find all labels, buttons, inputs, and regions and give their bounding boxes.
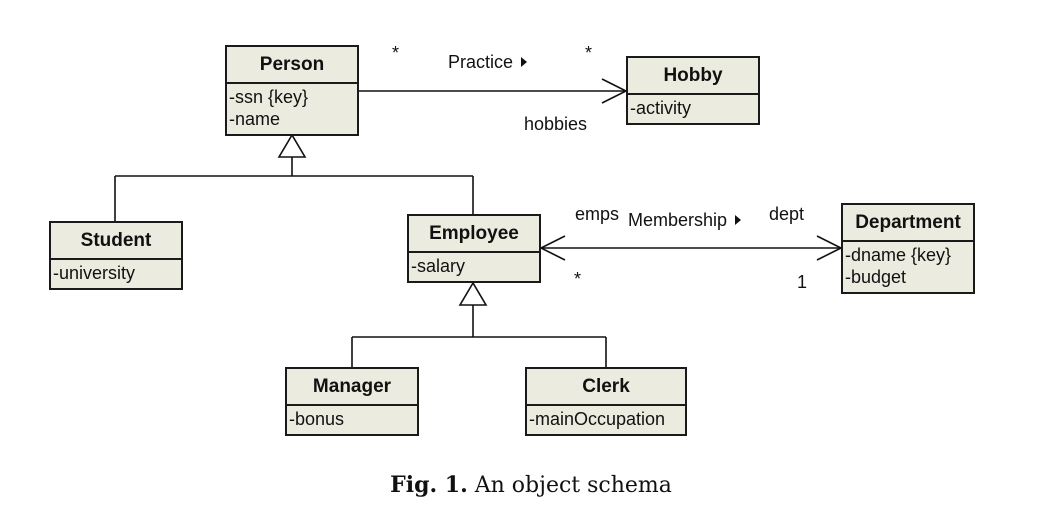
department-class-box: Department -dname {key} -budget — [841, 203, 975, 294]
student-class-box: Student -university — [49, 221, 183, 290]
employee-attr-salary: -salary — [411, 256, 466, 276]
department-attr-budget: -budget — [845, 267, 907, 287]
hobby-class-box: Hobby -activity — [626, 56, 760, 125]
person-class-name: Person — [227, 47, 357, 84]
figure-caption-text: An object schema — [474, 473, 672, 498]
person-attr-name: -name — [229, 109, 281, 129]
membership-association-line — [539, 235, 843, 261]
department-class-name: Department — [843, 205, 973, 242]
clerk-class-box: Clerk -mainOccupation — [525, 367, 687, 436]
figure-caption: Fig. 1. An object schema — [0, 472, 1062, 498]
person-generalization — [114, 133, 474, 221]
employee-generalization — [351, 281, 607, 368]
manager-attr-bonus: -bonus — [289, 409, 345, 429]
person-class-box: Person -ssn {key} -name — [225, 45, 359, 136]
clerk-attributes: -mainOccupation — [527, 406, 685, 430]
person-attr-ssn: -ssn {key} — [229, 87, 309, 107]
hobby-class-name: Hobby — [628, 58, 758, 95]
student-attributes: -university — [51, 260, 181, 284]
membership-target-multiplicity: 1 — [797, 272, 808, 292]
manager-class-name: Manager — [287, 369, 417, 406]
membership-source-multiplicity: * — [574, 269, 582, 289]
employee-attributes: -salary — [409, 253, 539, 277]
employee-class-name: Employee — [409, 216, 539, 253]
direction-arrow-icon — [521, 57, 528, 67]
hobby-attributes: -activity — [628, 95, 758, 119]
practice-target-multiplicity: * — [585, 43, 593, 63]
department-attributes: -dname {key} -budget — [843, 242, 973, 288]
student-class-name: Student — [51, 223, 181, 260]
student-attr-university: -university — [53, 263, 136, 283]
practice-source-multiplicity: * — [392, 43, 400, 63]
membership-target-role: dept — [769, 204, 805, 224]
membership-association-name: Membership — [628, 210, 742, 231]
direction-arrow-icon — [735, 215, 742, 225]
practice-target-role: hobbies — [524, 114, 588, 134]
practice-name-text: Practice — [448, 52, 514, 72]
membership-source-role: emps — [575, 204, 620, 224]
clerk-class-name: Clerk — [527, 369, 685, 406]
person-attributes: -ssn {key} -name — [227, 84, 357, 130]
employee-class-box: Employee -salary — [407, 214, 541, 283]
clerk-attr-main-occupation: -mainOccupation — [529, 409, 666, 429]
practice-association-name: Practice — [448, 52, 528, 73]
manager-attributes: -bonus — [287, 406, 417, 430]
membership-name-text: Membership — [628, 210, 728, 230]
figure-caption-label: Fig. 1. — [390, 472, 468, 498]
practice-association-line — [358, 78, 628, 104]
manager-class-box: Manager -bonus — [285, 367, 419, 436]
department-attr-dname: -dname {key} — [845, 245, 952, 265]
hobby-attr-activity: -activity — [630, 98, 692, 118]
